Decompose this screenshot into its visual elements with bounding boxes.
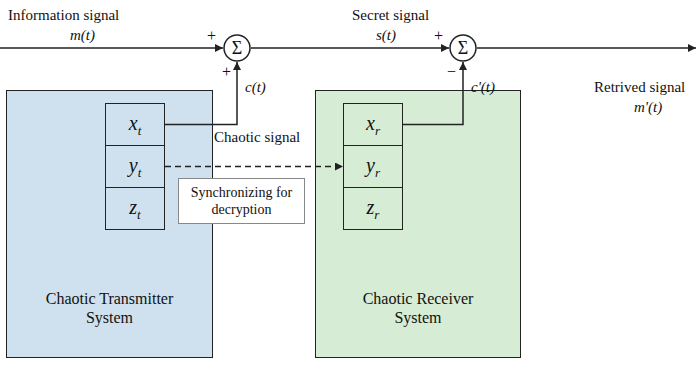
label-anchor: c'(t) <box>471 78 495 96</box>
receiver-panel: Chaotic Receiver System xr yr zr <box>315 90 521 358</box>
sync-arrow <box>165 166 343 168</box>
variable-name: xt <box>129 113 142 137</box>
label-anchor: + <box>222 63 231 81</box>
signal-symbol: s(t) <box>376 27 396 43</box>
panel-title: Chaotic Receiver System <box>358 289 478 327</box>
signal-symbol: c'(t) <box>471 79 495 95</box>
label-anchor: s(t) <box>376 26 396 44</box>
signal-name: Information signal <box>8 7 119 23</box>
signal-symbol: c(t) <box>245 79 266 95</box>
sum-circle-outline <box>224 35 250 61</box>
label-anchor: m'(t) <box>634 98 662 116</box>
sum-circle-outline <box>450 35 476 61</box>
variable-name: yt <box>129 155 142 179</box>
subscript: t <box>138 165 142 180</box>
note-text: Synchronizing for decryption <box>185 184 298 219</box>
state-variable-box: yr <box>343 145 403 188</box>
state-variable-box: yt <box>105 145 165 188</box>
state-variable-box: xt <box>105 103 165 146</box>
panel-fill <box>315 90 521 358</box>
label-anchor: + <box>434 27 443 45</box>
sum-sign: + <box>207 27 216 44</box>
subscript: r <box>375 123 380 138</box>
output-wire <box>477 47 696 49</box>
sum-symbol: Σ <box>458 39 468 57</box>
label-anchor: Chaotic signal <box>214 128 300 146</box>
signal-connector <box>165 62 237 125</box>
state-variable-box: zt <box>105 187 165 230</box>
subscript: r <box>374 207 379 222</box>
summing-junction: Σ <box>449 34 477 62</box>
sum-sign: − <box>447 63 456 80</box>
label-anchor: + <box>207 27 216 45</box>
label-anchor: Secret signal <box>352 6 429 24</box>
sync-note-box: Synchronizing for decryption <box>178 178 305 224</box>
signal-name: Secret signal <box>352 7 429 23</box>
signal-name: Retrived signal <box>594 79 685 95</box>
signal-connector <box>403 62 463 125</box>
subscript: t <box>137 207 141 222</box>
transmitter-panel: Chaotic Transmitter System xt yt zt <box>6 90 213 358</box>
signal-name: Chaotic signal <box>214 129 300 145</box>
variable-name: xr <box>366 113 380 137</box>
label-anchor: − <box>447 63 456 81</box>
panel-title: Chaotic Transmitter System <box>35 289 185 327</box>
label-anchor: Retrived signal <box>594 78 685 96</box>
variable-name: yr <box>366 155 380 179</box>
label-anchor: c(t) <box>245 78 266 96</box>
panel-fill <box>6 90 213 358</box>
subscript: r <box>375 165 380 180</box>
state-variable-box: xr <box>343 103 403 146</box>
signal-symbol: m(t) <box>70 27 95 43</box>
summing-junction: Σ <box>223 34 251 62</box>
subscript: t <box>138 123 142 138</box>
sum-symbol: Σ <box>232 39 242 57</box>
label-anchor: Information signal <box>8 6 119 24</box>
variable-name: zr <box>367 197 380 221</box>
input-wire <box>0 47 223 49</box>
signal-symbol: m'(t) <box>634 99 662 115</box>
label-anchor: m(t) <box>70 26 95 44</box>
state-variable-box: zr <box>343 187 403 230</box>
signal-connector <box>251 47 449 49</box>
sum-sign: + <box>222 63 231 80</box>
sum-sign: + <box>434 27 443 44</box>
variable-name: zt <box>129 197 140 221</box>
